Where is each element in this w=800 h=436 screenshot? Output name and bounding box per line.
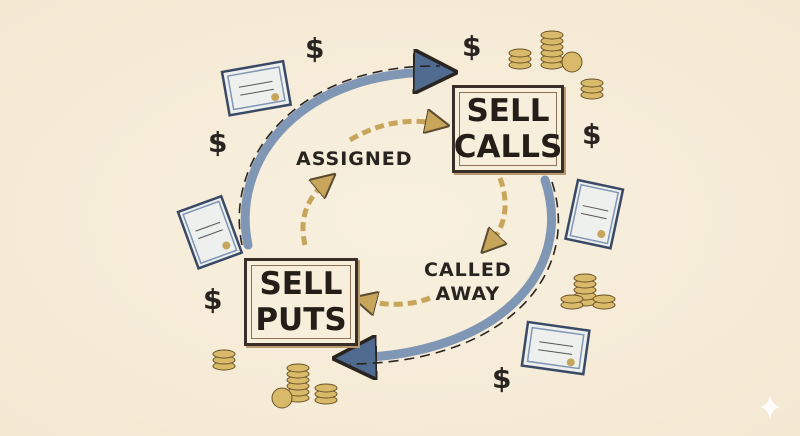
coin-stack-icon <box>561 51 583 73</box>
called-away-label: CALLED AWAY <box>424 258 512 306</box>
assigned-arrow-up <box>300 180 328 246</box>
dollar-sign-icon: $ <box>305 32 326 65</box>
cycle-arrow-up <box>240 72 440 250</box>
coin-stack-icon <box>580 78 604 100</box>
dollar-sign-icon: $ <box>582 118 603 151</box>
sell-calls-box: SELL CALLS <box>452 85 564 173</box>
coin-stack-icon <box>560 294 584 310</box>
assigned-label: ASSIGNED <box>296 148 413 170</box>
coin-stack-icon <box>314 383 338 405</box>
sparkle-icon <box>760 395 780 419</box>
coin-stack-icon <box>271 387 293 409</box>
called-away-line1: CALLED <box>424 259 512 281</box>
certificate-icon <box>520 320 591 376</box>
assigned-arrow-right <box>348 121 440 143</box>
coin-stack-icon <box>508 48 532 70</box>
coin-stack-icon <box>212 349 236 371</box>
coin-stack-icon <box>592 294 616 310</box>
certificate-icon <box>564 178 625 250</box>
called-away-line2: AWAY <box>435 283 501 305</box>
certificate-icon <box>220 59 293 117</box>
cycle-arrow-down <box>350 175 556 358</box>
certificate-icon <box>176 194 244 270</box>
called-away-arrow-left <box>362 298 431 304</box>
sell-puts-line2: PUTS <box>255 302 347 338</box>
dollar-sign-icon: $ <box>462 30 483 63</box>
dollar-sign-icon: $ <box>203 283 224 316</box>
sell-calls-line2: CALLS <box>453 129 563 165</box>
dollar-sign-icon: $ <box>492 362 513 395</box>
sell-calls-line1: SELL <box>466 93 550 129</box>
coin-stack-icon <box>540 30 564 70</box>
sell-puts-line1: SELL <box>259 266 343 302</box>
sell-puts-box: SELL PUTS <box>244 258 358 346</box>
dollar-sign-icon: $ <box>208 126 229 159</box>
called-away-arrow-down <box>488 177 508 246</box>
